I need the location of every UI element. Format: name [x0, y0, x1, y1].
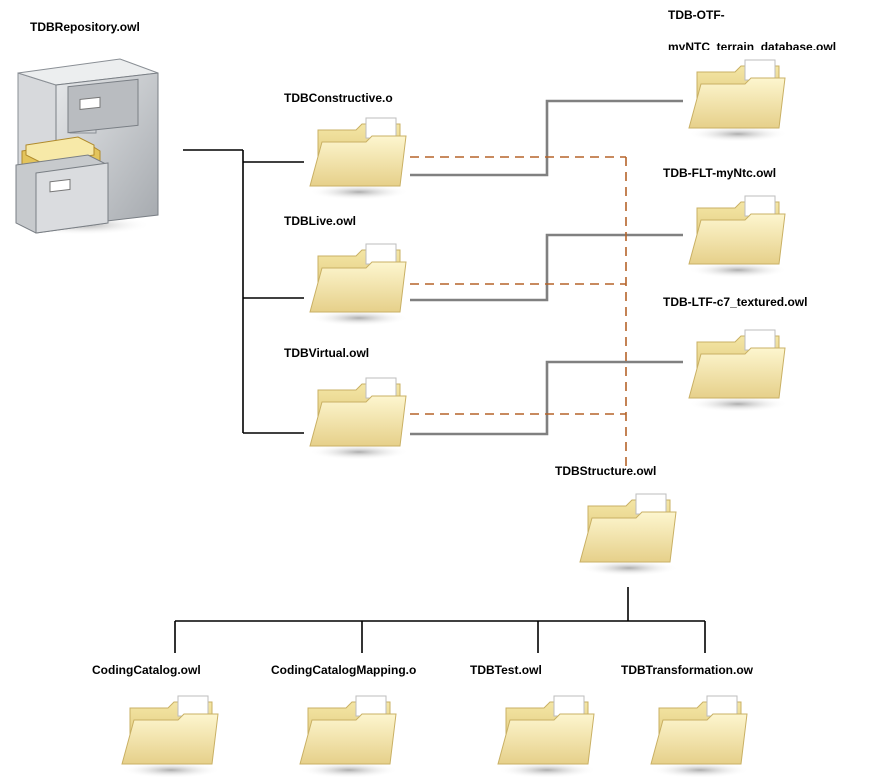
dashed-links [410, 156, 627, 466]
mapping-label: CodingCatalogMapping.o [271, 663, 417, 677]
folder-icon-structure [578, 493, 680, 577]
otf-label-line1: TDB-OTF- [668, 8, 725, 22]
repository-tree-lines [183, 149, 304, 434]
folder-icon-virtual [308, 377, 410, 461]
folder-icon-flt [687, 195, 789, 279]
folder-icon-constructive [308, 117, 410, 201]
coding-label: CodingCatalog.owl [92, 663, 201, 677]
virtual-label: TDBVirtual.owl [284, 346, 370, 360]
otf-label-line2: myNTC_terrain_database.owl [668, 40, 837, 50]
flt-label: TDB-FLT-myNtc.owl [663, 166, 777, 180]
folder-icon-mapping [298, 695, 400, 779]
structure-tree-lines [174, 587, 706, 653]
transformation-label: TDBTransformation.ow [621, 663, 754, 677]
constructive-label: TDBConstructive.o [284, 91, 393, 105]
repository-label: TDBRepository.owl [30, 20, 140, 34]
folder-icon-test [496, 695, 598, 779]
folder-icon-transformation [649, 695, 751, 779]
structure-label: TDBStructure.owl [555, 464, 657, 478]
link-lines [410, 99, 683, 436]
test-label: TDBTest.owl [470, 663, 542, 677]
folder-icon-coding [120, 695, 222, 779]
folder-icon-ltf [687, 329, 789, 413]
ltf-label: TDB-LTF-c7_textured.owl [663, 295, 808, 309]
file-cabinet-icon [15, 58, 159, 235]
folder-icon-live [308, 243, 410, 327]
folder-icon-otf [687, 59, 789, 143]
live-label: TDBLive.owl [284, 214, 357, 228]
